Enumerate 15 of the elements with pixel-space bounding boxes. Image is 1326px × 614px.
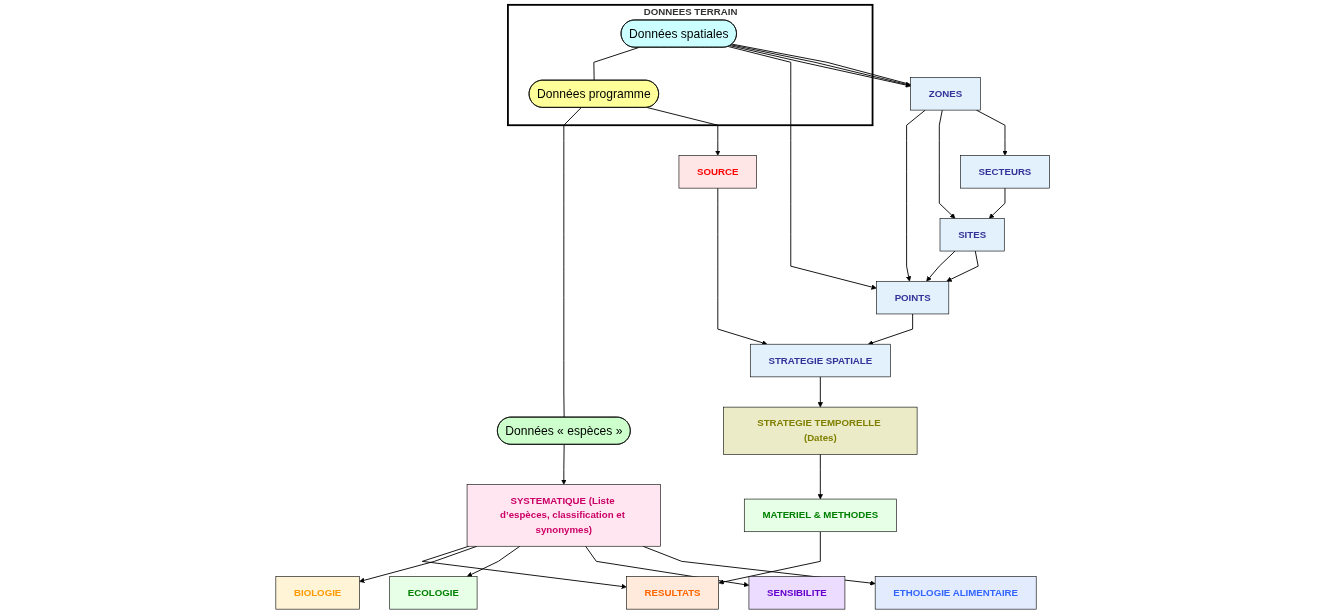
node-box: RESULTATS	[626, 576, 720, 610]
node-box: BIOLOGIE	[275, 576, 361, 610]
node-box: SENSIBILITE	[748, 576, 846, 610]
node-box: STRATEGIE TEMPORELLE (Dates)	[723, 406, 918, 455]
node-box: ZONES	[910, 77, 981, 111]
node-box: ETHOLOGIE ALIMENTAIRE	[875, 576, 1037, 610]
node-box: SECTEURS	[960, 155, 1051, 189]
connector	[563, 107, 582, 418]
node-box: POINTS	[876, 281, 950, 315]
node-box: MATERIEL & METHODES	[744, 498, 897, 533]
node-box: SYSTEMATIQUE (Liste d’espèces, classification et synonymes)	[467, 484, 662, 547]
node-box: SITES	[940, 218, 1005, 252]
node-box: STRATEGIE SPATIALE	[750, 343, 891, 378]
node-box: ECOLOGIE	[389, 576, 478, 610]
node-box: SOURCE	[679, 155, 758, 189]
